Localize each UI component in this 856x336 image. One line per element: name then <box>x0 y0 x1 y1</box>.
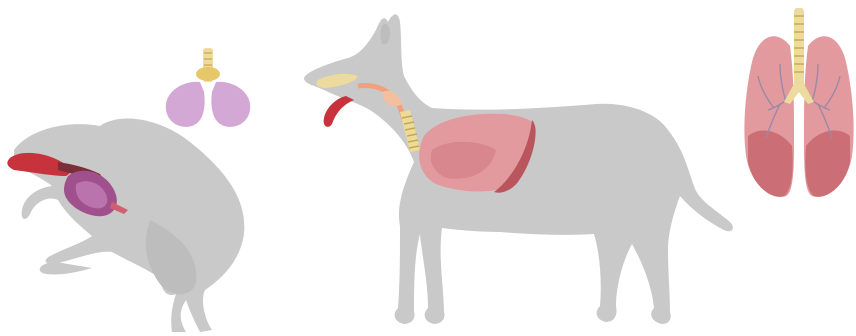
right-lung-lower-lobe <box>805 131 850 197</box>
inset-trachea-ring <box>204 58 212 60</box>
sac-lungs-inset <box>160 44 260 134</box>
inset-left-sac <box>166 82 205 127</box>
inset-trachea-ring <box>204 64 212 66</box>
inset-right-sac <box>211 82 250 127</box>
dog-panel <box>296 0 736 336</box>
frog-foot <box>40 262 92 275</box>
inset-larynx <box>196 67 220 81</box>
left-lung-lower-lobe <box>748 131 793 197</box>
inset-trachea-ring <box>204 52 212 54</box>
frog-silhouette <box>14 119 244 332</box>
human-lungs-panel <box>740 6 856 216</box>
dog-tongue <box>324 96 354 127</box>
